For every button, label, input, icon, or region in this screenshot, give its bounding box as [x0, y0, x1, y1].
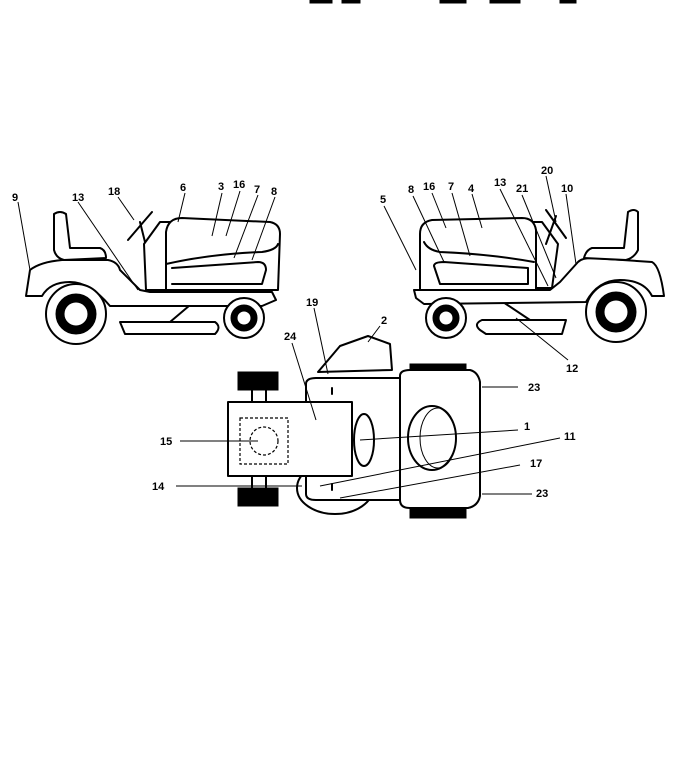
- callout-label: 11: [564, 431, 576, 443]
- left-view-callouts: 9 13 18 6 3 16 7 8: [12, 179, 277, 204]
- callout-label: 13: [494, 177, 506, 189]
- callout-label: 18: [108, 186, 120, 198]
- rear-platform: [227, 401, 353, 477]
- callout-label: 24: [284, 331, 297, 343]
- top-view-leaders: [176, 307, 561, 499]
- mower-deck: [119, 321, 220, 335]
- callout-label: 9: [12, 192, 18, 204]
- callout-label: 1: [524, 421, 530, 433]
- callout-label: 13: [72, 192, 84, 204]
- right-view-callouts: 5 8 16 7 4 13 21 20 10 12: [380, 165, 578, 375]
- top-view-callouts: 19 2 24 23 1 11 15 17 14 23: [152, 297, 576, 500]
- body-frame: [25, 259, 277, 307]
- callout-label: 3: [218, 181, 224, 193]
- callout-label: 8: [408, 184, 414, 196]
- callout-label: 8: [271, 186, 277, 198]
- callout-label: 16: [233, 179, 245, 191]
- rear-tire: [237, 487, 279, 507]
- callout-label: 14: [152, 481, 165, 493]
- right-side-view-mower: [413, 209, 665, 343]
- callout-label: 6: [180, 182, 186, 194]
- callout-label: 5: [380, 194, 386, 206]
- mower-deck: [476, 319, 567, 335]
- callout-label: 21: [516, 183, 528, 195]
- left-view-leaders: [17, 190, 276, 291]
- callout-label: 7: [448, 181, 454, 193]
- cropped-header-marks: [309, 0, 577, 4]
- discharge-chute: [317, 335, 393, 373]
- callout-label: 19: [306, 297, 318, 309]
- callout-label: 23: [528, 382, 540, 394]
- callout-label: 23: [536, 488, 548, 500]
- callout-label: 16: [423, 181, 435, 193]
- seat: [583, 209, 639, 261]
- steering-wheel: [545, 209, 567, 239]
- callout-label: 4: [468, 183, 475, 195]
- callout-label: 17: [530, 458, 542, 470]
- top-view-mower: [227, 335, 481, 519]
- callout-label: 15: [160, 436, 172, 448]
- rear-tire: [237, 371, 279, 391]
- callout-label: 10: [561, 183, 573, 195]
- callout-label: 20: [541, 165, 553, 177]
- callout-label: 12: [566, 363, 578, 375]
- callout-label: 2: [381, 315, 387, 327]
- seat: [53, 211, 107, 261]
- steering-wheel: [127, 211, 153, 241]
- right-view-leaders: [383, 175, 577, 361]
- left-side-view-mower: [25, 211, 281, 345]
- callout-label: 7: [254, 184, 260, 196]
